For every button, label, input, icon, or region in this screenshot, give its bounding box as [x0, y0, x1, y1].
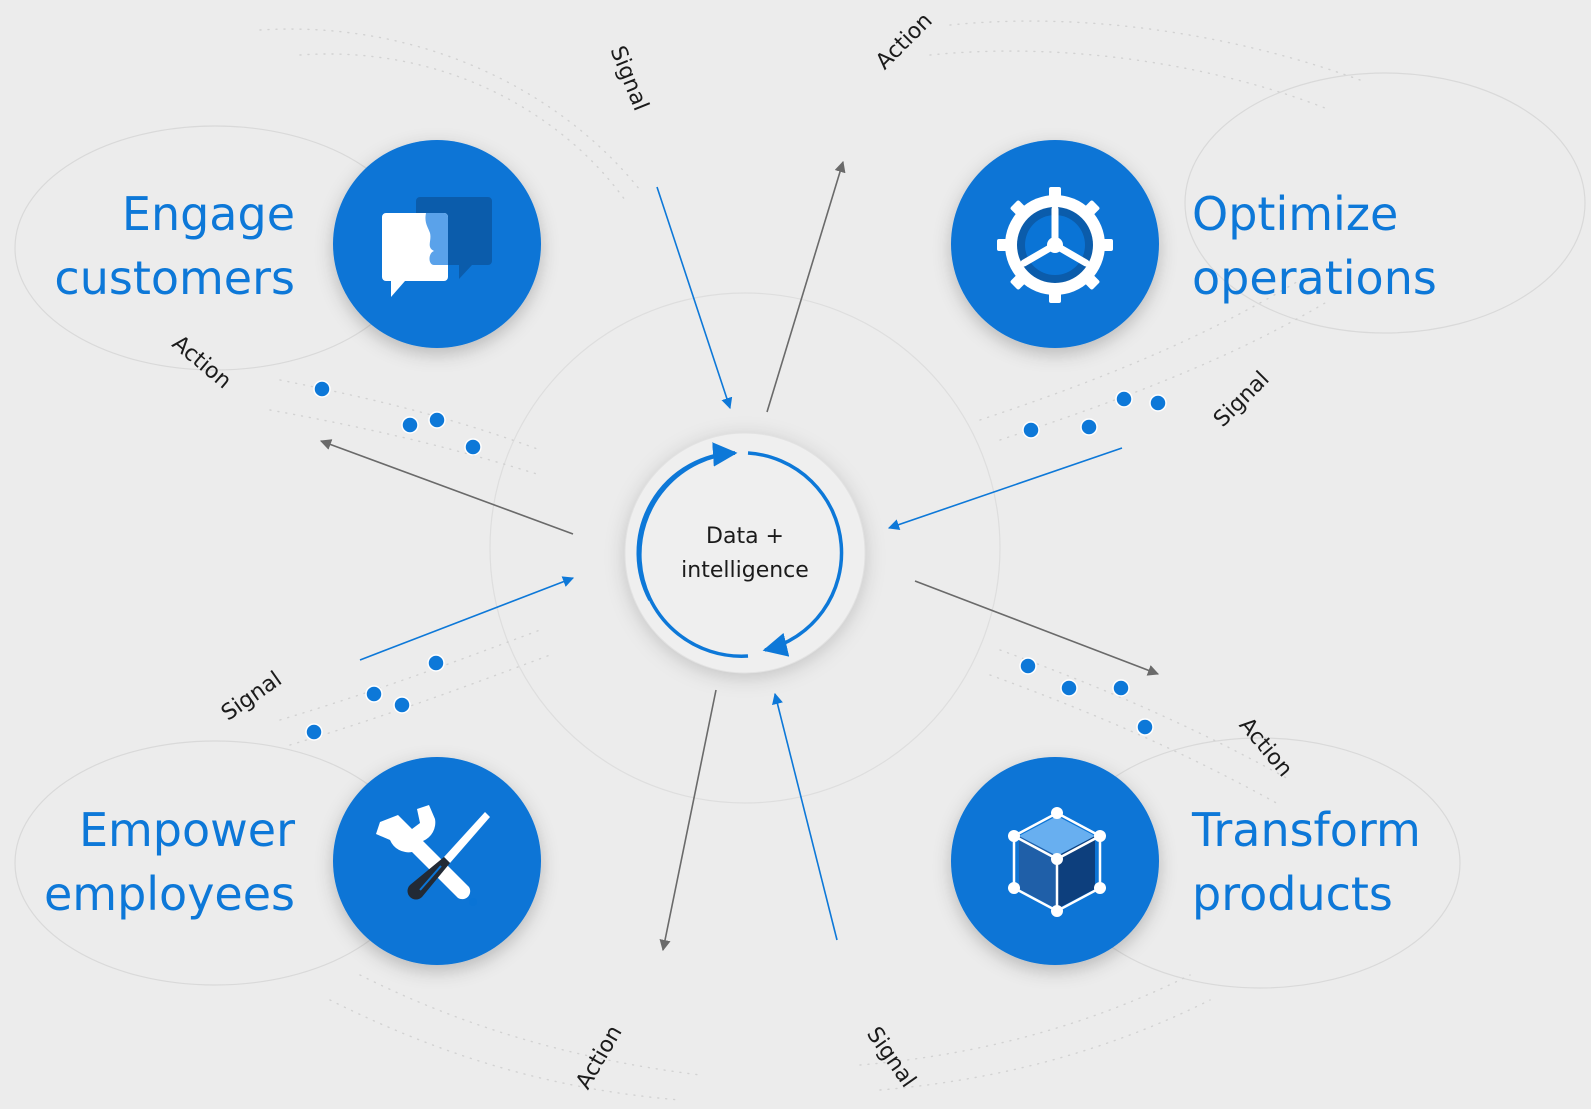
dot — [393, 696, 411, 714]
flow-arrows — [319, 160, 1160, 952]
signal-dots — [305, 380, 1167, 741]
dot — [1136, 718, 1154, 736]
signal-arrow-top — [656, 186, 733, 410]
optimize-label-line1: Optimize — [1192, 187, 1399, 241]
chat-bubbles-icon — [382, 197, 492, 297]
signal-arrow-left — [359, 576, 575, 661]
center-label-line1: Data + — [706, 524, 784, 549]
optimize-node — [951, 140, 1159, 348]
dot — [365, 685, 383, 703]
signal-arrow-bottom — [772, 692, 838, 941]
dot — [1080, 418, 1098, 436]
cycle-arrow-left — [638, 442, 749, 658]
ellipse-center-halo — [489, 292, 1001, 804]
action-arrow-right — [914, 580, 1160, 676]
transform-node — [951, 757, 1159, 965]
cycle-arrow-right — [747, 451, 844, 657]
empower-label-line2: employees — [43, 867, 295, 921]
dot — [1149, 394, 1167, 412]
empower-node — [333, 757, 541, 965]
empower-label-line1: Empower — [78, 803, 295, 857]
dot — [313, 380, 331, 398]
action-arrow-left — [319, 439, 574, 535]
signal-arrow-right — [887, 447, 1123, 531]
action-arrow-top — [766, 160, 846, 413]
engage-label-line1: Engage — [121, 187, 295, 241]
transform-label-line2: products — [1192, 867, 1393, 921]
action-arrow-bottom — [659, 689, 717, 952]
dotted-flow-lines — [259, 20, 1361, 1101]
dot — [305, 723, 323, 741]
center-label: Data + intelligence — [645, 520, 845, 588]
dot — [1115, 390, 1133, 408]
engage-customers-label: Engage customers — [54, 182, 295, 310]
dot — [464, 438, 482, 456]
dot — [1060, 679, 1078, 697]
optimize-operations-label: Optimize operations — [1192, 182, 1437, 310]
gear-icon — [997, 187, 1113, 303]
wrench-screwdriver-icon — [376, 805, 490, 906]
dot — [1019, 657, 1037, 675]
dot — [427, 654, 445, 672]
transform-products-label: Transform products — [1192, 798, 1421, 926]
cube-icon — [1008, 807, 1106, 917]
dot — [428, 411, 446, 429]
dot — [1022, 421, 1040, 439]
empower-employees-label: Empower employees — [44, 798, 295, 926]
transform-label-line1: Transform — [1192, 803, 1421, 857]
optimize-label-line2: operations — [1192, 251, 1437, 305]
dot — [401, 416, 419, 434]
ellipse-optimize — [1184, 72, 1586, 334]
dot — [1112, 679, 1130, 697]
engage-label-line2: customers — [54, 251, 295, 305]
center-node — [624, 432, 866, 674]
engage-node — [333, 140, 541, 348]
center-label-line2: intelligence — [681, 558, 809, 583]
